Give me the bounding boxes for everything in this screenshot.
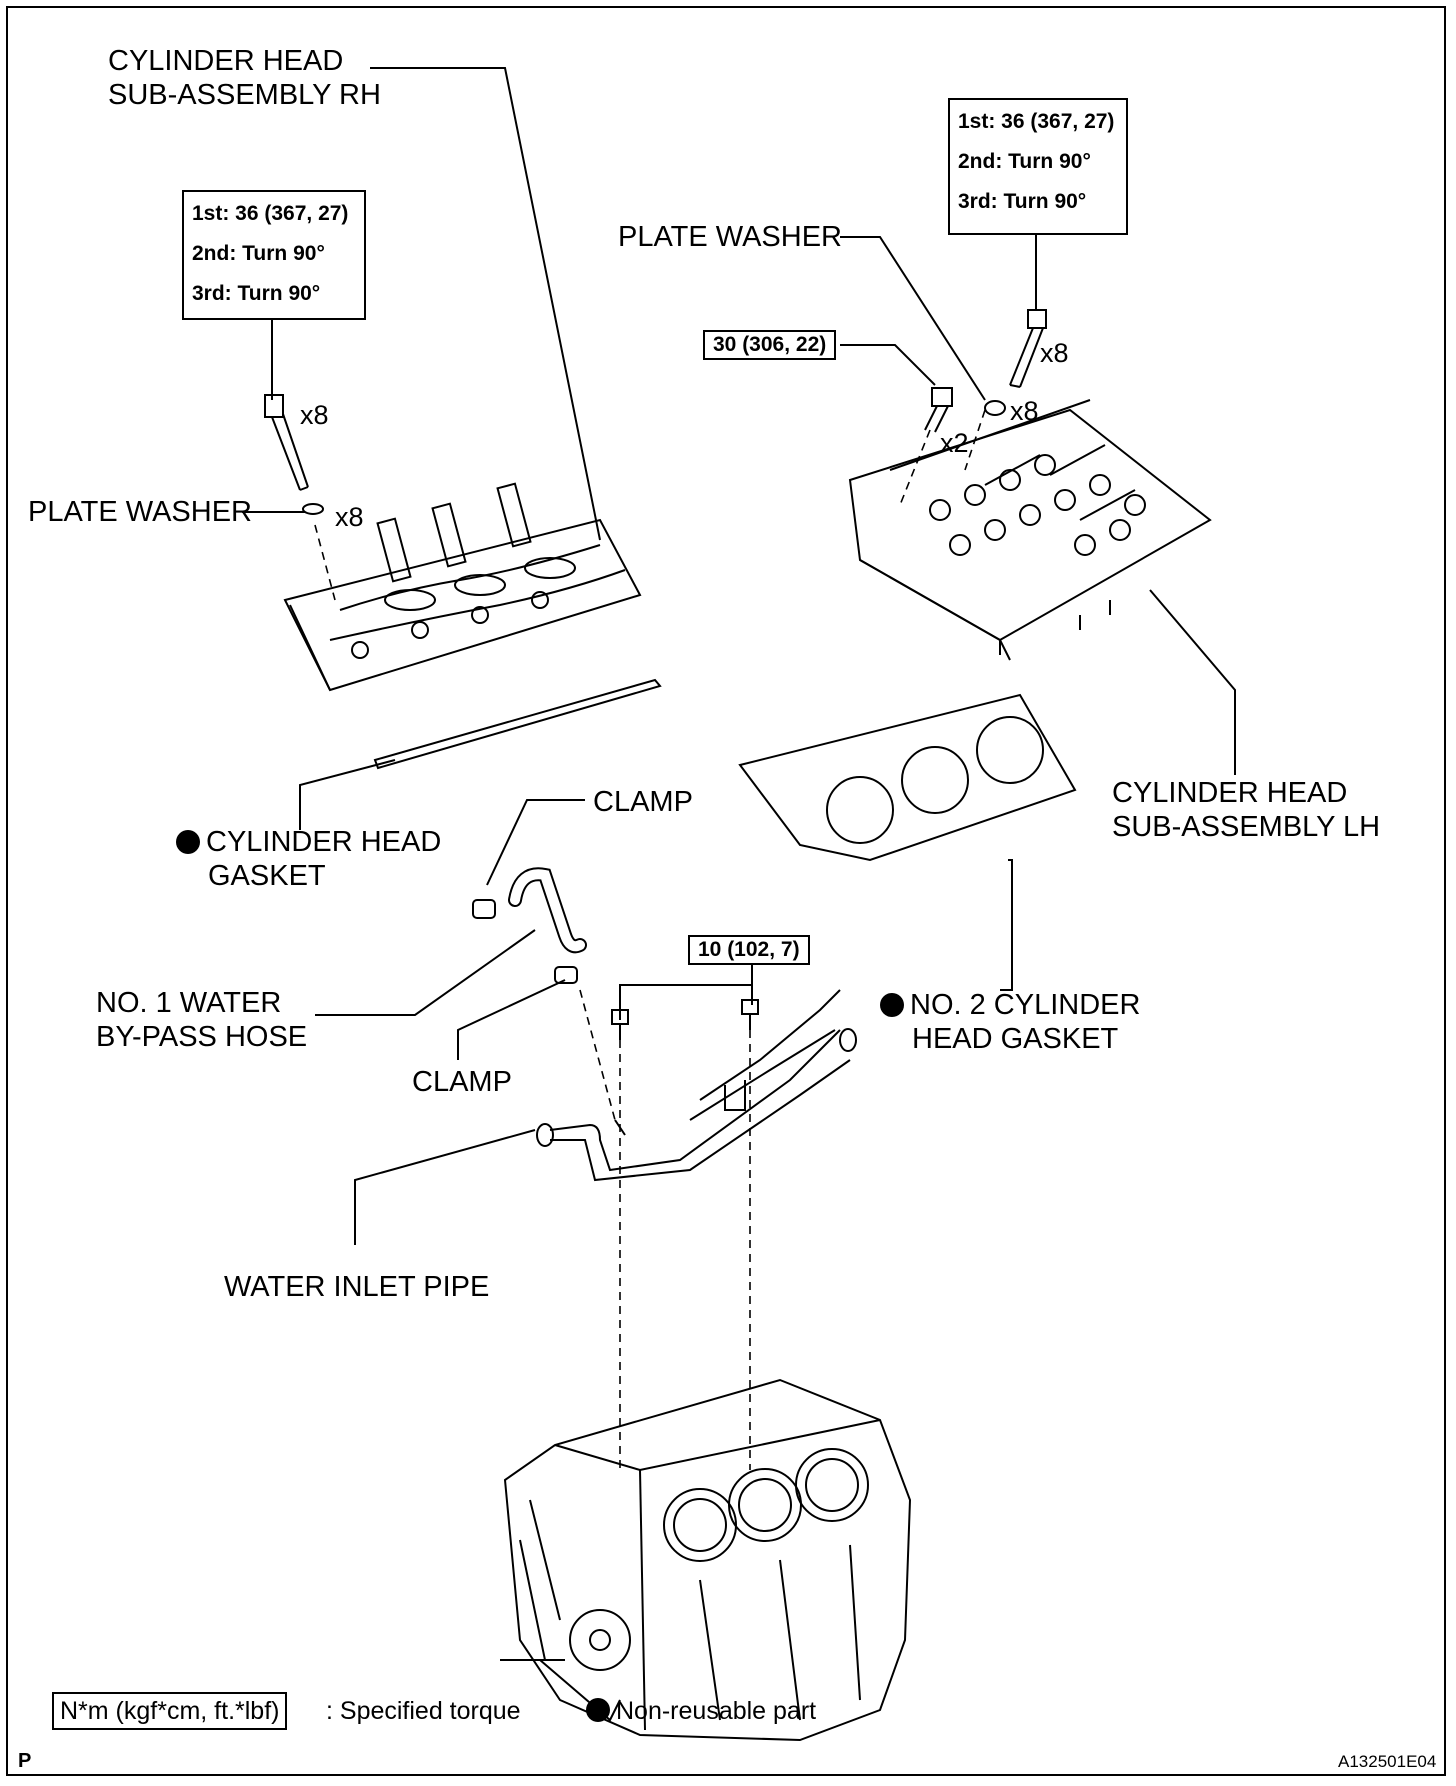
corner-left-mark: P	[18, 1750, 32, 1772]
label-cyl-head-gasket: CYLINDER HEAD GASKET	[176, 825, 441, 893]
qty-short-bolt: x2	[940, 428, 969, 458]
leader-pipe-bolt	[619, 965, 753, 1020]
legend-torque-unit-box: N*m (kgf*cm, ft.*lbf)	[52, 1692, 288, 1730]
short-bolt	[924, 387, 953, 433]
washer-right	[984, 400, 1006, 416]
torque-pipe-bolt: 10 (102, 7)	[688, 935, 810, 965]
leader-bypass-hose	[315, 929, 536, 1016]
leader-short-bolt	[840, 344, 936, 386]
pipe-bolt-left	[611, 1009, 629, 1040]
leader-head-gasket	[299, 759, 396, 830]
cyl-head-gasket-drawing	[373, 678, 662, 770]
label-plate-washer-left: PLATE WASHER	[28, 496, 252, 528]
diagram-frame	[6, 6, 1446, 1776]
label-clamp-bottom: CLAMP	[412, 1066, 512, 1098]
cylinder-block-drawing	[500, 1378, 912, 1742]
torque-short-bolt: 30 (306, 22)	[703, 330, 837, 360]
cyl-head-lh-drawing	[848, 399, 1212, 661]
leader-plate-washer-right	[840, 236, 986, 401]
torque-box-right: 1st: 36 (367, 27) 2nd: Turn 90° 3rd: Tur…	[948, 98, 1128, 235]
nonreusable-dot-icon	[176, 830, 200, 854]
label-clamp-top: CLAMP	[593, 786, 693, 818]
qty-left-bolt: x8	[300, 400, 329, 430]
bolt-right	[1009, 309, 1047, 388]
leader-clamp-bottom	[457, 979, 566, 1060]
no2-cyl-head-gasket-drawing	[738, 693, 1077, 862]
label-no2-cyl-head-gasket: NO. 2 CYLINDER HEAD GASKET	[880, 988, 1140, 1056]
legend-nonreusable: Non-reusable part	[586, 1694, 816, 1728]
qty-right-washer: x8	[1010, 396, 1039, 426]
leader-no2-gasket	[1000, 859, 1013, 991]
torque-box-left: 1st: 36 (367, 27) 2nd: Turn 90° 3rd: Tur…	[182, 190, 366, 320]
leader-cyl-head-rh	[370, 67, 601, 541]
nonreusable-dot-icon	[586, 1698, 610, 1722]
label-plate-washer-right: PLATE WASHER	[618, 221, 842, 253]
pipe-bolt-right	[741, 999, 759, 1030]
cyl-head-rh-drawing	[283, 482, 642, 692]
figure-code: A132501E04	[1338, 1752, 1437, 1771]
qty-right-bolt: x8	[1040, 338, 1069, 368]
qty-left-washer: x8	[335, 502, 364, 532]
clamp-bottom-drawing	[554, 966, 578, 984]
leader-water-inlet	[354, 1129, 536, 1245]
clamp-top-drawing	[472, 899, 496, 919]
legend-torque-desc: : Specified torque	[326, 1697, 521, 1725]
water-inlet-pipe-drawing	[536, 989, 857, 1182]
nonreusable-dot-icon	[880, 993, 904, 1017]
leader-clamp-top	[486, 799, 585, 886]
label-water-inlet-pipe: WATER INLET PIPE	[224, 1271, 490, 1303]
leader-cyl-head-lh	[1149, 589, 1236, 775]
washer-left	[302, 503, 324, 515]
bolt-left	[264, 394, 309, 491]
